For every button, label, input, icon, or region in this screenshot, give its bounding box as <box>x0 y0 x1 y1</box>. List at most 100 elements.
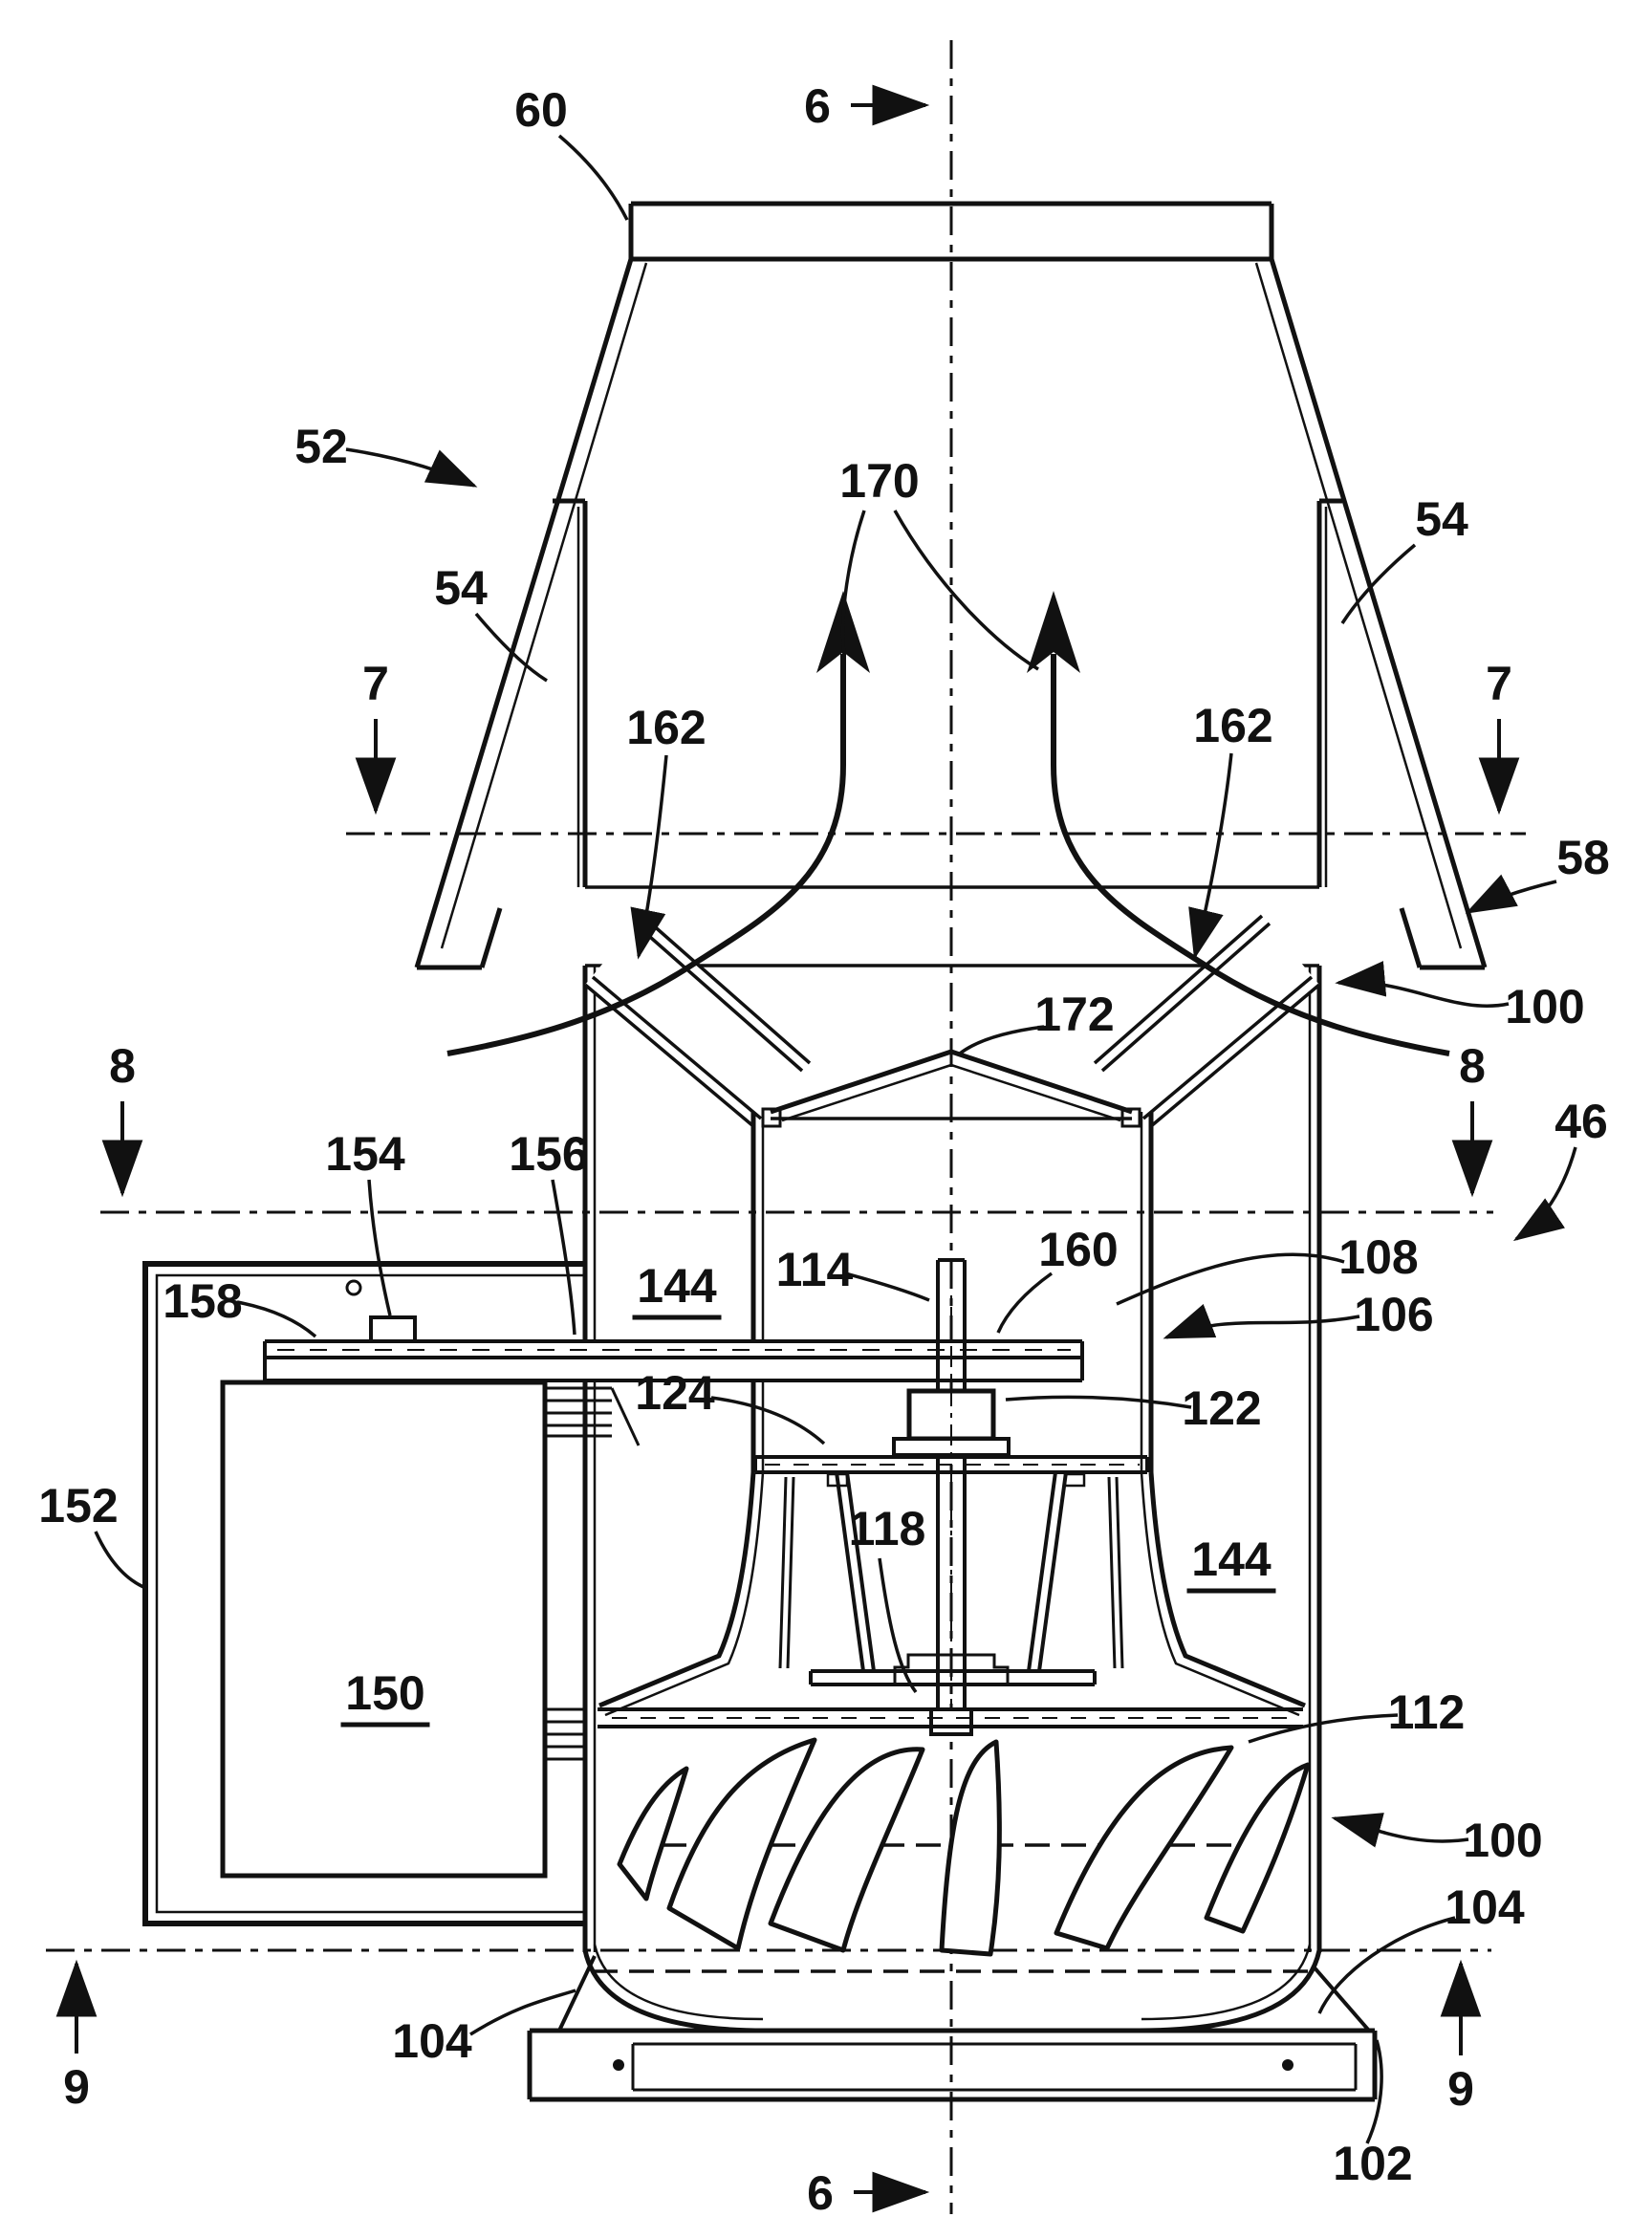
leader-122 <box>1005 1395 1192 1409</box>
venturi-flare-right <box>1148 1471 1306 1708</box>
leader-156 <box>551 1179 576 1336</box>
plate-clip-right <box>1063 1472 1086 1488</box>
chamber-top-ring <box>598 1707 1303 1728</box>
ref-label-9-sec9-right: 9 <box>1447 2062 1474 2116</box>
leader-170-left <box>840 510 866 657</box>
ref-label-6-sec6-top: 6 <box>804 79 831 133</box>
leader-154 <box>367 1179 392 1316</box>
venturi-flare-left-inner <box>604 1471 765 1717</box>
duct-left-body <box>585 916 810 1126</box>
leader-162-right <box>1188 752 1233 960</box>
ref-label-144-ref144L: 144 <box>637 1259 717 1313</box>
leader-162-left <box>630 754 668 960</box>
hood-baffle-left <box>553 498 588 887</box>
hub-steps <box>893 1653 1010 1684</box>
fan-blade <box>1204 1762 1311 1934</box>
drive-bar-lines <box>263 1339 1084 1382</box>
leader-158 <box>236 1300 317 1338</box>
hub-nut <box>929 1707 973 1736</box>
leader-124 <box>710 1396 826 1445</box>
ref-label-156-ref156: 156 <box>509 1127 588 1181</box>
drive-assembly <box>263 1258 1084 1721</box>
key-block-154 <box>369 1315 417 1343</box>
leader-lines <box>94 134 1577 2144</box>
leader-106 <box>1163 1303 1360 1339</box>
hood-baffle-right <box>1316 498 1342 887</box>
fan-blade <box>1054 1745 1234 1951</box>
drive-bar-body <box>265 1341 1082 1380</box>
leader-54-right <box>1340 543 1417 624</box>
ref-label-162-ref162L: 162 <box>626 701 706 754</box>
venturi-flare-right-inner <box>1140 1471 1300 1717</box>
leader-112 <box>1248 1713 1399 1744</box>
fan-blade <box>768 1747 925 1953</box>
enclosure-bolt <box>345 1279 362 1296</box>
base-bolt-right <box>1282 2059 1293 2071</box>
ref-label-160-ref160: 160 <box>1038 1223 1118 1276</box>
ref-label-172-ref172: 172 <box>1034 988 1114 1041</box>
leader-170-right <box>893 510 1039 671</box>
ref-label-100-ref100U: 100 <box>1505 980 1584 1033</box>
cap-roof-inner <box>781 1063 1121 1122</box>
fan-blade <box>666 1737 817 1951</box>
axial-fan-blades <box>617 1737 1311 1957</box>
blade-left <box>778 1476 795 1669</box>
hood-right-drip-edge <box>1399 907 1485 970</box>
leader-100-lower <box>1331 1813 1469 1848</box>
fan-blade <box>939 1739 1002 1957</box>
ref-label-154-ref154: 154 <box>325 1127 405 1181</box>
hood-left-slant-inner <box>440 262 648 949</box>
ref-label-58-ref58: 58 <box>1556 831 1610 884</box>
ref-label-7-sec7-right: 7 <box>1486 657 1512 710</box>
venturi-flare-left <box>598 1471 756 1708</box>
ref-label-54-ref54L: 54 <box>434 561 488 615</box>
leader-58 <box>1465 874 1557 914</box>
leader-118 <box>878 1557 918 1694</box>
ref-label-144-ref144R: 144 <box>1191 1532 1272 1586</box>
impeller-top-plate <box>753 1455 1149 1474</box>
flow-path-right <box>1051 654 1450 1056</box>
section-lines <box>46 40 1526 2214</box>
enclosure-inner <box>155 1273 585 1914</box>
ref-label-8-sec8-right: 8 <box>1459 1039 1486 1093</box>
leader-104-right <box>1317 1916 1456 2014</box>
ref-label-170-ref170: 170 <box>839 454 919 508</box>
ref-label-150-ref150: 150 <box>345 1666 424 1720</box>
fan-shaft-lower <box>936 1455 967 1707</box>
ref-label-104-ref104L: 104 <box>392 2014 472 2068</box>
ref-label-106-ref106: 106 <box>1354 1288 1433 1341</box>
upper-impeller <box>753 1455 1149 1736</box>
flow-arrowhead-right <box>1027 591 1080 673</box>
bracket-upper <box>545 1386 641 1446</box>
motor-shaft-stub <box>379 1380 407 1382</box>
leader-102 <box>1365 2039 1383 2144</box>
leader-104-left <box>469 1989 576 2036</box>
leader-160 <box>996 1272 1054 1334</box>
blade-right <box>1107 1476 1124 1669</box>
outer-casing-walls <box>582 966 1322 1952</box>
ref-label-118-ref118: 118 <box>849 1502 926 1555</box>
leader-46 <box>1512 1146 1577 1242</box>
ref-label-102-ref102: 102 <box>1333 2137 1412 2190</box>
duct-left-walls <box>583 914 812 1128</box>
base-bolt-left <box>613 2059 624 2071</box>
leader-172 <box>958 1025 1045 1055</box>
ref-label-104-ref104R: 104 <box>1445 1880 1525 1934</box>
hood-left-drip-edge <box>417 907 503 970</box>
hood-assembly <box>414 201 1488 970</box>
cone-wall-right <box>1027 1471 1068 1672</box>
base-assembly <box>527 1955 1378 2102</box>
fan-blade <box>617 1766 689 1902</box>
hood-left-slant-outer <box>414 258 634 968</box>
ref-label-112-ref112: 112 <box>1388 1685 1466 1739</box>
duct-right-body <box>1095 916 1319 1126</box>
ref-label-152-ref152: 152 <box>38 1479 118 1532</box>
impeller-bottom-plate <box>809 1669 1097 1686</box>
cap-roof-outer <box>770 1049 1133 1115</box>
base-gusset-left <box>557 1955 597 2032</box>
ref-label-9-sec9-left: 9 <box>63 2060 90 2114</box>
ref-label-100-ref100L: 100 <box>1463 1814 1542 1867</box>
